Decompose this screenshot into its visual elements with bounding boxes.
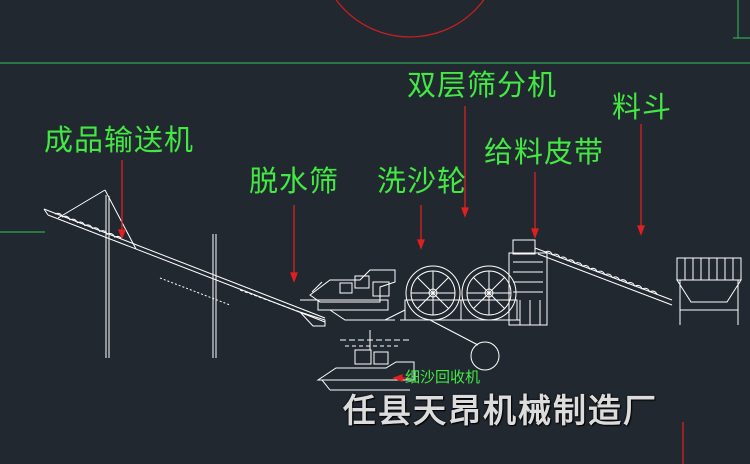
pointer-arrows [118,106,645,382]
label-sand-washer: 洗沙轮 [377,164,468,198]
reference-circle [335,0,485,38]
watermark-text: 任县天昂机械制造厂 [343,391,658,430]
label-fine-sand-recovery: 细沙回收机 [405,368,481,386]
label-double-deck-screen: 双层筛分机 [407,68,558,102]
label-product-conveyor: 成品输送机 [44,123,195,157]
product-conveyor-drawing [43,189,326,358]
reference-lines [0,0,750,233]
label-hopper: 料斗 [612,90,673,124]
label-dewatering-screen: 脱水筛 [249,164,340,198]
label-feed-belt: 给料皮带 [484,135,605,169]
washer-assembly-drawing [300,265,520,371]
fine-sand-recovery-drawing [316,330,415,391]
screen-and-feed-drawing [508,239,742,326]
